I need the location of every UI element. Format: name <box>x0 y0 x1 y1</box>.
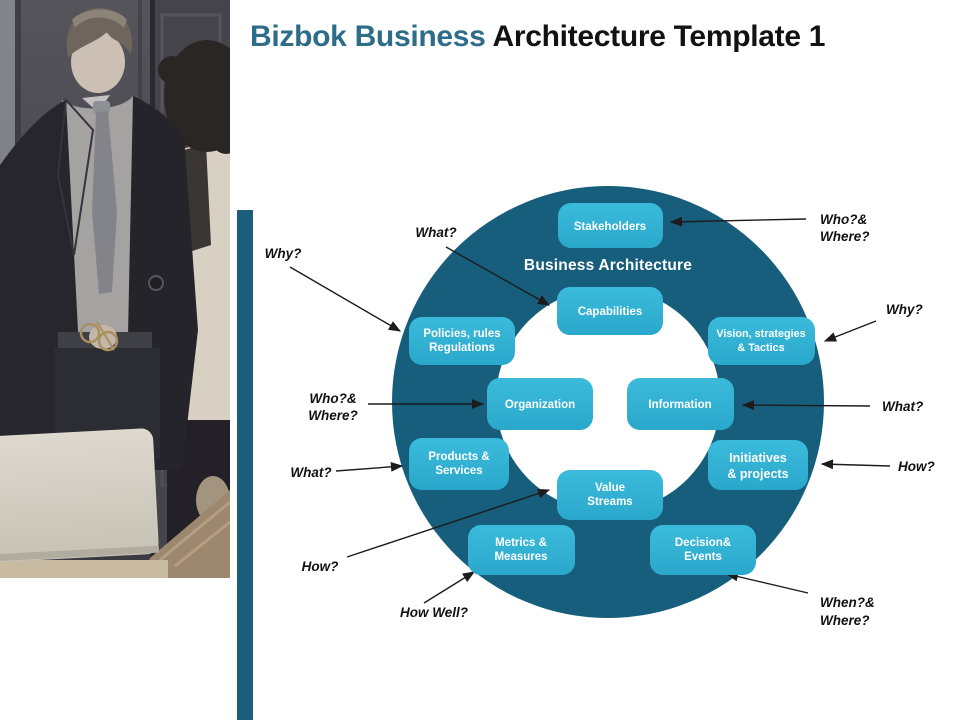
question-where-bottom-right: Where? <box>820 613 870 628</box>
box-policies-rules-regulations: Policies, rules Regulations <box>409 317 515 365</box>
accent-bar <box>237 210 253 720</box>
box-organization: Organization <box>487 378 593 430</box>
photo-laptop <box>0 428 160 562</box>
photo-man <box>0 8 198 470</box>
svg-text:Stakeholders: Stakeholders <box>574 221 646 233</box>
svg-text:Value: Value <box>595 482 625 494</box>
svg-text:Initiatives: Initiatives <box>729 451 787 465</box>
question-who-right: Who?& <box>820 212 867 227</box>
question-how-well: How Well? <box>400 605 468 620</box>
svg-text:Decision&: Decision& <box>675 537 731 549</box>
arrow-who-where-to-stakeholders <box>669 216 807 227</box>
arrows <box>289 216 891 604</box>
arrow-what-to-capabilities <box>445 246 551 306</box>
question-what-right: What? <box>882 399 923 414</box>
svg-text:Streams: Streams <box>587 496 632 508</box>
svg-text:& Tactics: & Tactics <box>737 342 784 354</box>
question-who-left: Who?& <box>309 391 356 406</box>
ring-inner-circle <box>496 288 720 512</box>
question-how-left: How? <box>302 559 339 574</box>
svg-text:Products &: Products & <box>428 451 489 463</box>
page-title: Bizbok Business Architecture Template 1 <box>250 20 825 54</box>
box-vision-strategies-tactics: Vision, strategies & Tactics <box>708 317 815 365</box>
svg-text:Events: Events <box>684 551 722 563</box>
title-emphasis: Bizbok Business <box>250 20 486 53</box>
question-how-right: How? <box>898 459 935 474</box>
question-where-left: Where? <box>308 408 358 423</box>
photo-desk-front <box>0 560 168 578</box>
title-rest: Architecture Template 1 <box>485 20 826 53</box>
question-why-left: Why? <box>265 246 302 261</box>
arrow-how-to-initiatives <box>820 459 891 470</box>
arrow-why-to-policies <box>289 266 402 332</box>
question-why-right: Why? <box>886 302 923 317</box>
svg-text:& projects: & projects <box>727 467 788 481</box>
svg-text:Policies, rules: Policies, rules <box>423 328 500 340</box>
question-where-right: Where? <box>820 229 870 244</box>
box-information: Information <box>627 378 734 430</box>
question-labels: What? Why? Who?& Where? What? How? How W… <box>265 212 935 628</box>
arrow-how-to-value-streams <box>346 488 551 558</box>
arrow-how-well-to-metrics <box>423 571 476 604</box>
arrow-why-to-vision <box>823 320 877 342</box>
box-initiatives-projects: Initiatives & projects <box>708 440 808 490</box>
svg-text:Organization: Organization <box>505 399 575 411</box>
arrow-when-where-to-decision <box>725 571 809 594</box>
ring-title: Business Architecture <box>524 257 692 274</box>
box-products-services: Products & Services <box>409 438 509 490</box>
box-value-streams: Value Streams <box>557 470 663 520</box>
box-stakeholders: Stakeholders <box>558 203 663 248</box>
team-photo-illustration <box>0 0 250 578</box>
arrow-what-to-information <box>741 400 871 410</box>
team-photo <box>0 0 250 578</box>
svg-text:Capabilities: Capabilities <box>578 306 643 318</box>
svg-text:Services: Services <box>435 465 482 477</box>
arrow-what-to-products <box>335 461 404 472</box>
photo-desk-grain <box>159 500 231 568</box>
question-what-left: What? <box>290 465 331 480</box>
question-what-top-left: What? <box>415 225 456 240</box>
svg-text:Metrics &: Metrics & <box>495 537 547 549</box>
svg-text:Information: Information <box>648 399 711 411</box>
box-capabilities: Capabilities <box>557 287 663 335</box>
box-metrics-measures: Metrics & Measures <box>468 525 575 575</box>
svg-text:Regulations: Regulations <box>429 342 495 354</box>
svg-text:Measures: Measures <box>494 551 547 563</box>
question-when-bottom-right: When?& <box>820 595 875 610</box>
svg-text:Vision, strategies: Vision, strategies <box>716 328 805 340</box>
box-decision-events: Decision& Events <box>650 525 756 575</box>
